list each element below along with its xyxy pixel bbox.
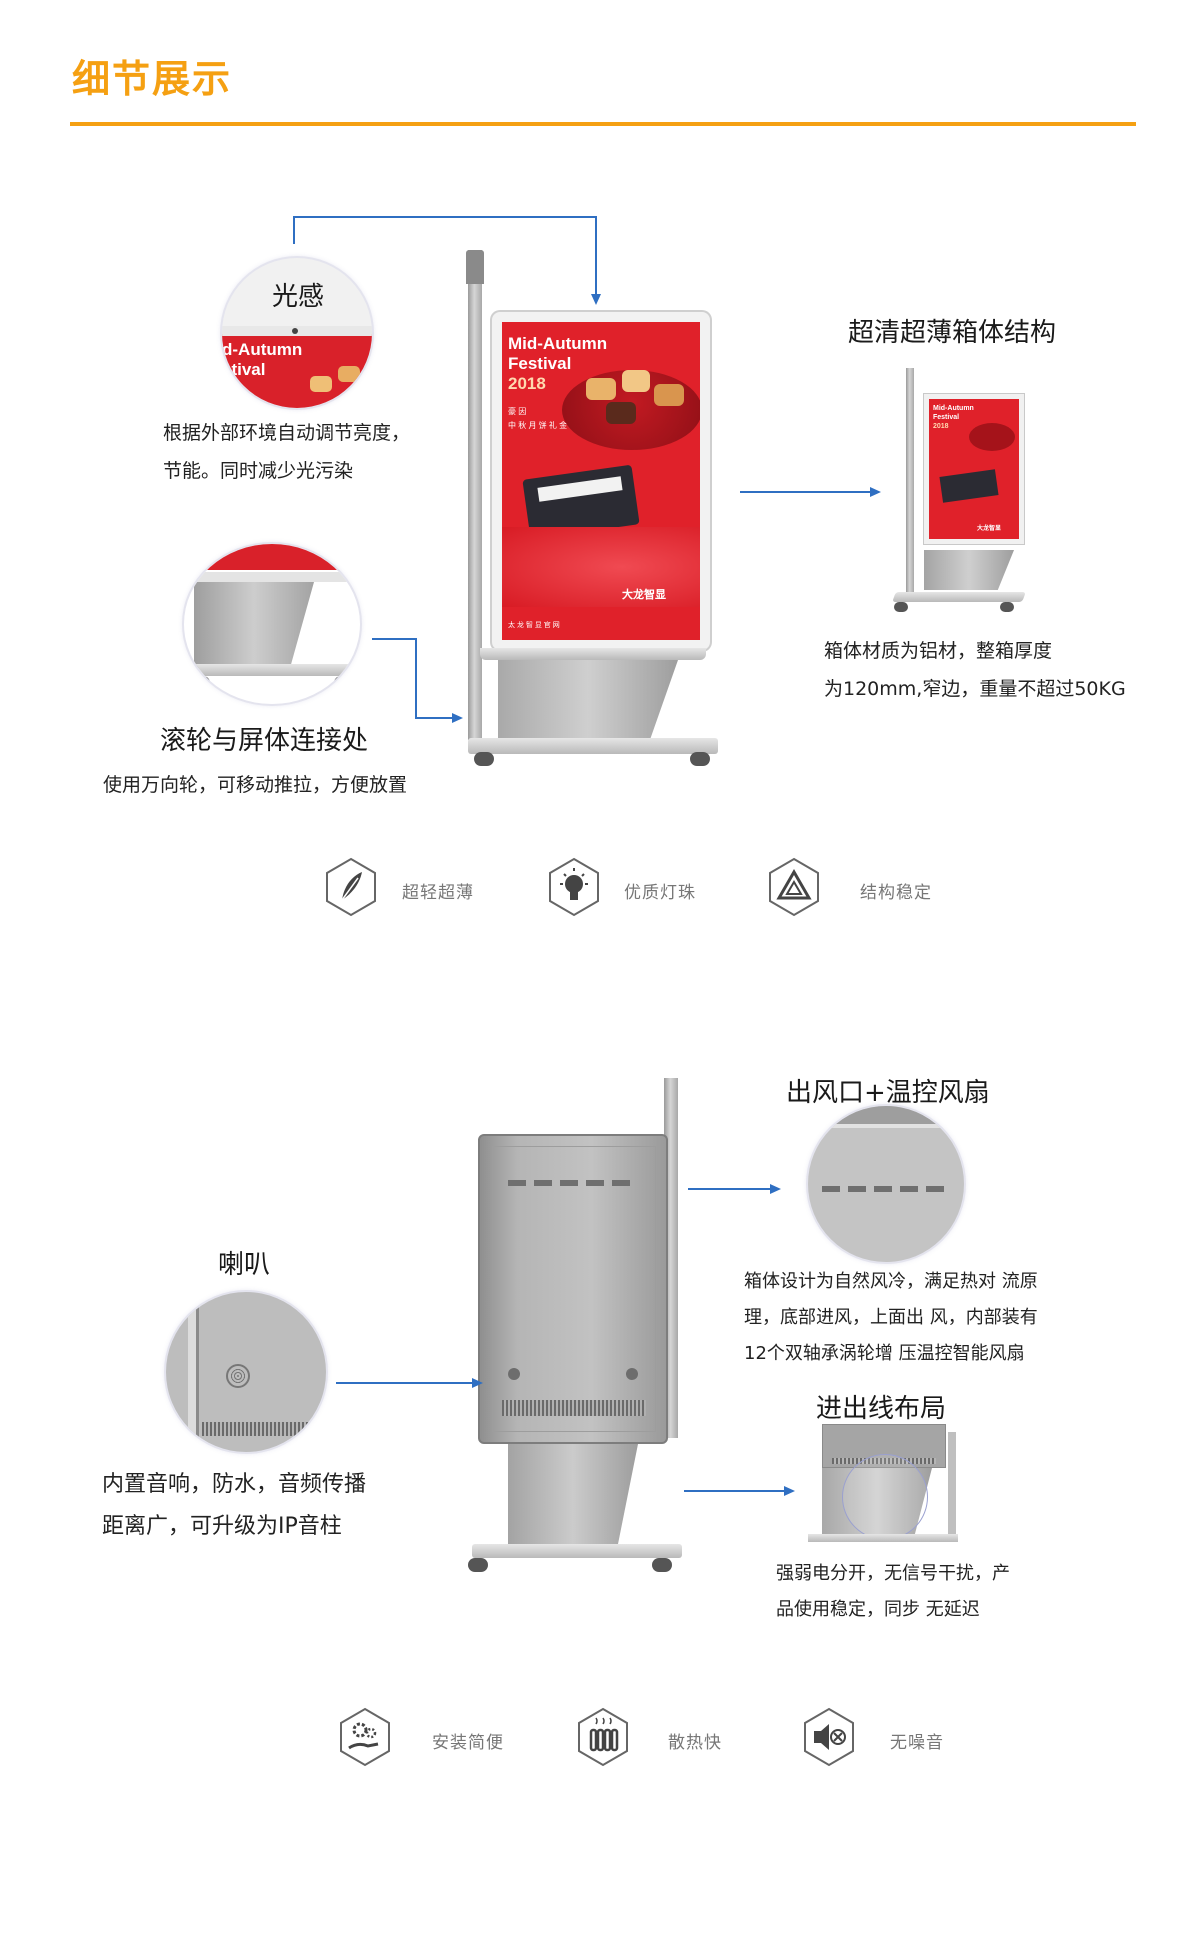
closeup-text-1: d-Autumn (222, 340, 303, 359)
closeup-text-2: stival (222, 360, 266, 379)
cabinet-desc-1: 箱体材质为铝材，整箱厚度 (824, 640, 1053, 662)
screen-title-line1: Mid-Autumn (508, 334, 608, 353)
page-title: 细节展示 (72, 57, 233, 101)
screen-small-1: 豪 因 (508, 407, 527, 416)
screen-footer: 太 龙 智 显 官 网 (508, 622, 560, 629)
wiring-desc-2: 品使用稳定，同步 无延迟 (776, 1599, 980, 1620)
feature-label-install: 安装简便 (432, 1733, 504, 1753)
feature-label-structure: 结构稳定 (860, 883, 932, 903)
feature-label-bulb: 优质灯珠 (624, 883, 696, 903)
install-icon (340, 1707, 390, 1767)
kiosk-side-view: Mid-Autumn Festival 2018 大龙智显 (890, 368, 1030, 630)
vent-title: 出风口+温控风扇 (786, 1078, 990, 1108)
wheel-joint-title: 滚轮与屏体连接处 (160, 726, 369, 756)
vent-closeup (808, 1106, 964, 1262)
wheel-joint-desc: 使用万向轮，可移动推拉，方便放置 (103, 774, 408, 796)
vent-desc-3: 12个双轴承涡轮增 压温控智能风扇 (744, 1343, 1025, 1364)
kiosk-front: Mid-Autumn Festival 2018 豪 因 中 秋 月 饼 礼 金… (466, 250, 728, 770)
speaker-closeup (166, 1292, 326, 1452)
mini-screen-line2: Festival (933, 414, 960, 421)
cabinet-desc-2: 为120mm,窄边，重量不超过50KG (824, 678, 1126, 700)
feature-label-mute: 无噪音 (890, 1733, 944, 1753)
vent-desc-1: 箱体设计为自然风冷，满足热对 流原 (744, 1271, 1038, 1292)
heat-icon (578, 1707, 628, 1767)
feather-icon (326, 857, 376, 917)
light-sensor-closeup: d-Autumn stival (222, 258, 372, 408)
screen-brand: 大龙智显 (622, 589, 666, 601)
kiosk-back (468, 1078, 694, 1576)
cabinet-title: 超清超薄箱体结构 (848, 318, 1057, 348)
screen-title-line2: Festival (508, 354, 572, 373)
title-underline (70, 122, 1136, 126)
light-sensor-desc-1: 根据外部环境自动调节亮度， (163, 422, 411, 444)
speaker-title: 喇叭 (218, 1250, 271, 1280)
speaker-desc-2: 距离广，可升级为IP音柱 (102, 1514, 342, 1539)
speaker-desc-1: 内置音响，防水，音频传播 (102, 1472, 367, 1497)
light-sensor-desc-2: 节能。同时减少光污染 (163, 460, 354, 482)
vent-desc-2: 理，底部进风，上面出 风，内部装有 (744, 1307, 1038, 1328)
triangle-icon (769, 857, 819, 917)
kiosk-screen: Mid-Autumn Festival 2018 豪 因 中 秋 月 饼 礼 金… (492, 312, 710, 650)
mini-screen-year: 2018 (933, 423, 949, 430)
wiring-closeup (808, 1424, 958, 1546)
feature-label-heat: 散热快 (668, 1733, 722, 1753)
mute-icon (804, 1707, 854, 1767)
feature-label-light: 超轻超薄 (402, 883, 474, 903)
wheel-joint-closeup (184, 544, 360, 704)
wiring-desc-1: 强弱电分开，无信号干扰，产 (776, 1563, 1010, 1584)
screen-year: 2018 (508, 374, 546, 393)
screen-small-2: 中 秋 月 饼 礼 金 (508, 421, 568, 430)
light-sensor-title: 光感 (272, 282, 325, 312)
bulb-icon (549, 857, 599, 917)
mini-screen-line1: Mid-Autumn (933, 405, 974, 412)
mini-screen-brand: 大龙智显 (977, 525, 1002, 532)
wiring-title: 进出线布局 (816, 1394, 947, 1424)
